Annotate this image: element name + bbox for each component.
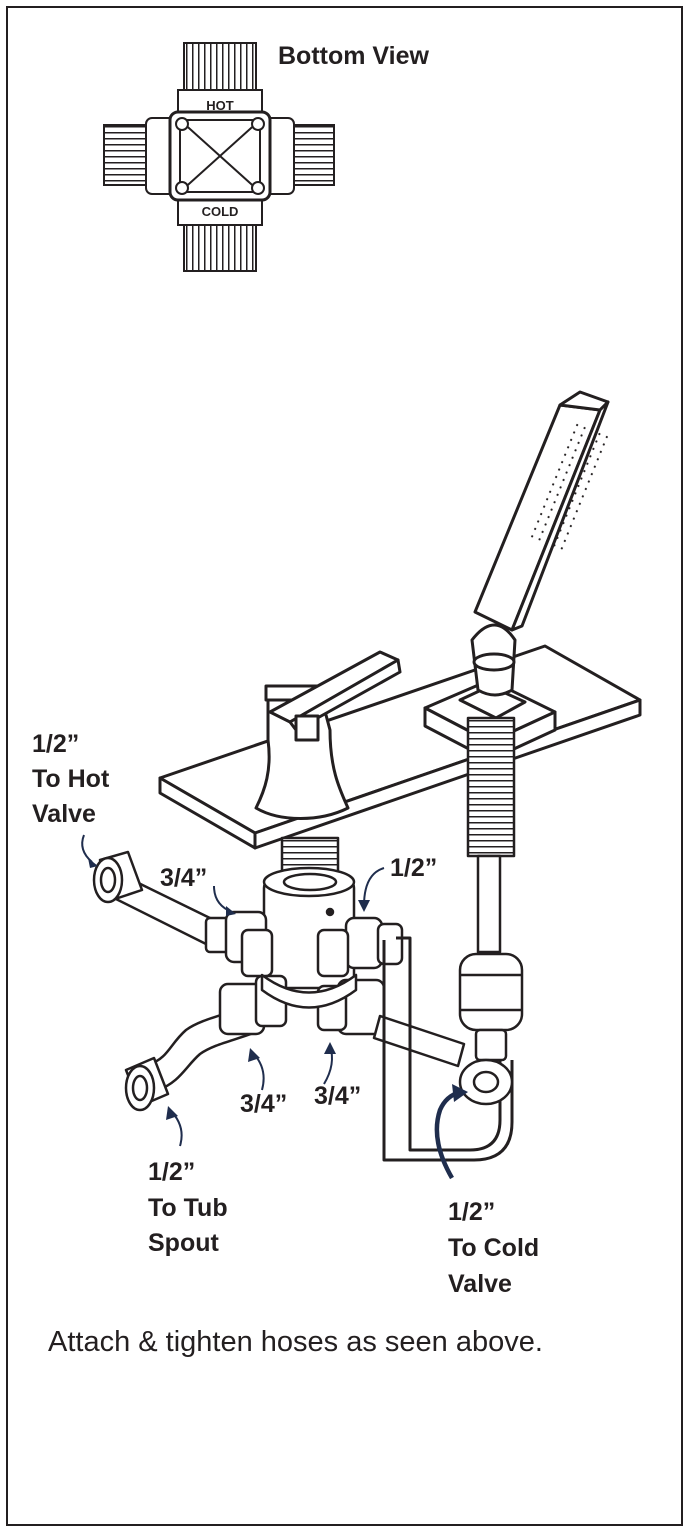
lever-handle [254, 650, 402, 820]
hot-valve-line2: To Hot [32, 765, 110, 793]
hot-valve-size: 1/2” [32, 730, 80, 758]
cold-marking: COLD [202, 204, 239, 219]
port-upper-left-size: 3/4” [160, 864, 208, 892]
callout-arrows [81, 834, 468, 1180]
hose-cold [316, 916, 524, 1162]
cold-valve-line3: Valve [448, 1270, 512, 1298]
tub-spout-size: 1/2” [148, 1158, 196, 1186]
hot-marking: HOT [206, 98, 234, 113]
cold-valve-size: 1/2” [448, 1198, 496, 1226]
bottom-view-fitting [103, 42, 335, 272]
tub-spout-line3: Spout [148, 1229, 219, 1257]
hot-valve-line3: Valve [32, 800, 96, 828]
port-lower-left-size: 3/4” [240, 1090, 288, 1118]
tub-spout-line2: To Tub [148, 1194, 228, 1222]
deck-plate [158, 644, 642, 850]
instruction-text: Attach & tighten hoses as seen above. [48, 1326, 543, 1358]
cold-valve-line2: To Cold [448, 1234, 540, 1262]
page-border [6, 6, 683, 1526]
cross-ports [240, 928, 358, 1009]
port-lower-right-size: 3/4” [314, 1082, 362, 1110]
port-upper-right-size: 1/2” [390, 854, 438, 882]
hose-hot [92, 850, 268, 964]
bottom-view-title: Bottom View [278, 42, 429, 70]
